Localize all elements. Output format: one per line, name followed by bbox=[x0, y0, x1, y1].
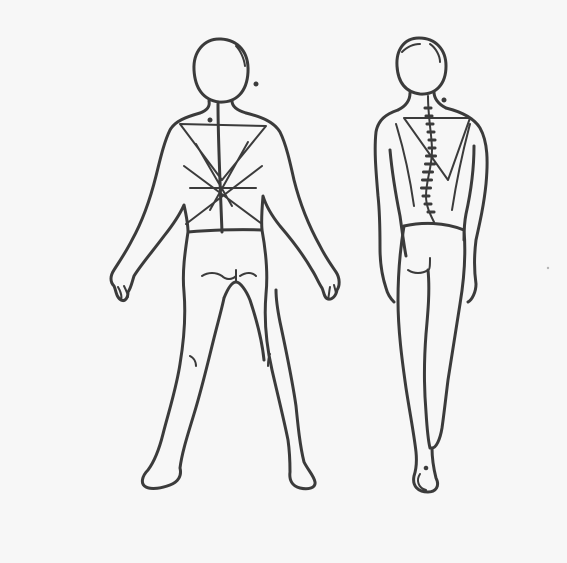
right-figure-neck-dot bbox=[442, 98, 447, 103]
right-figure-left-arm bbox=[390, 150, 406, 256]
right-figure-head bbox=[397, 38, 446, 94]
left-figure-right-side bbox=[246, 113, 339, 299]
right-figure-ankle-dot bbox=[424, 466, 429, 471]
figure-back-view-walking bbox=[375, 38, 487, 492]
left-figure-left-leg bbox=[142, 232, 224, 488]
paper-speck bbox=[547, 267, 549, 269]
right-figure-hair bbox=[402, 44, 440, 62]
left-figure-right-leg bbox=[262, 230, 315, 489]
left-figure-lower-cross-lines bbox=[184, 166, 262, 224]
right-figure-right-leg bbox=[432, 230, 465, 448]
right-figure-waistline bbox=[404, 223, 464, 230]
right-figure-right-arm bbox=[464, 146, 474, 240]
figure-back-view-standing bbox=[111, 39, 339, 489]
left-figure-shoulder-dot bbox=[254, 82, 259, 87]
right-figure-shoulder-lines bbox=[404, 118, 470, 180]
left-figure-left-side bbox=[111, 113, 200, 301]
right-figure-foot bbox=[418, 474, 426, 490]
right-figure-buttocks bbox=[408, 258, 430, 273]
left-figure-knee-marks bbox=[190, 354, 270, 366]
right-figure-left-leg bbox=[398, 226, 438, 492]
left-figure-head bbox=[194, 39, 248, 102]
right-figure-inner-legs bbox=[425, 270, 431, 448]
left-figure-spine bbox=[218, 104, 222, 232]
right-figure-left-side bbox=[375, 110, 398, 302]
left-figure-buttocks bbox=[202, 270, 256, 282]
right-figure-back-lines bbox=[396, 124, 470, 210]
left-figure-inner-legs bbox=[224, 282, 264, 360]
left-figure-spine-dot bbox=[208, 118, 213, 123]
left-figure-waistline bbox=[188, 230, 262, 232]
